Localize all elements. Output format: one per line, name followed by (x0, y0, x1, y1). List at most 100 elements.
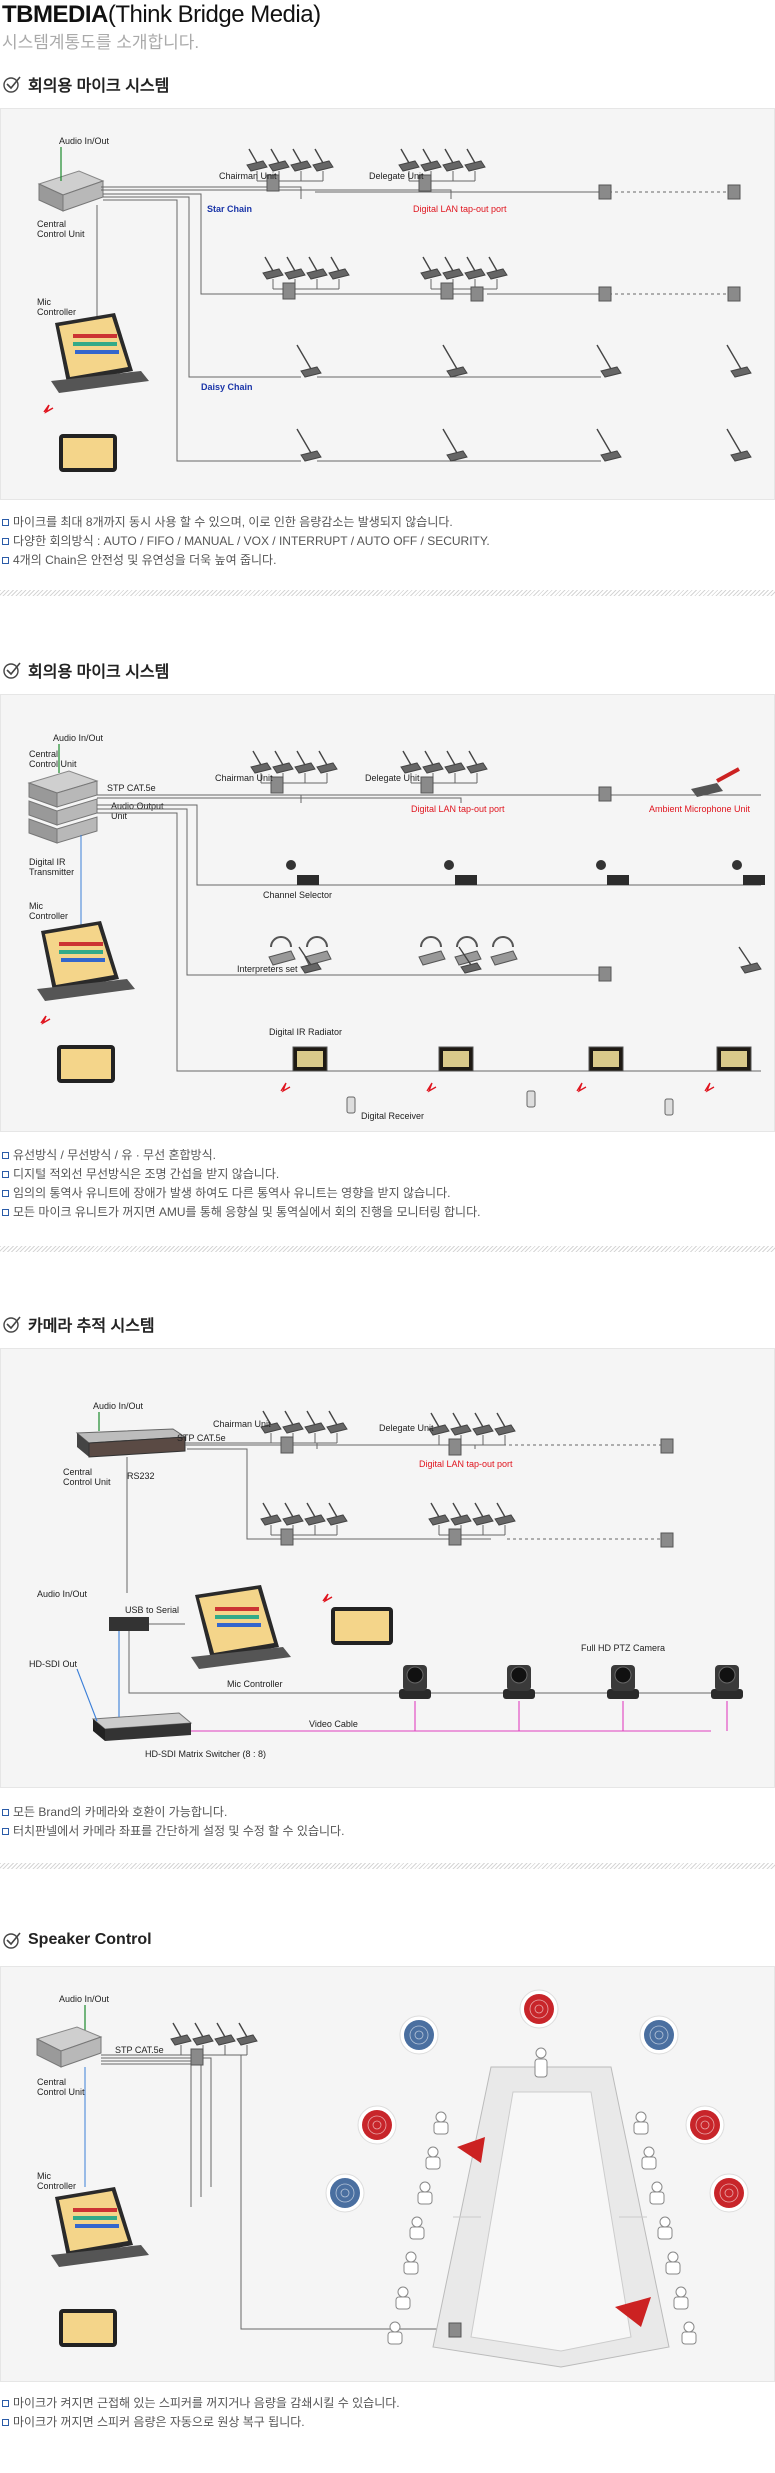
interpreters-set-label: Interpreters set (237, 964, 298, 974)
delegate-seat (395, 2286, 411, 2310)
chairman-mic-cluster (250, 750, 338, 794)
conference-table (432, 2066, 670, 2368)
conference-mic (400, 750, 422, 783)
bullet-icon (2, 1809, 9, 1816)
conference-mic (316, 750, 338, 783)
note-item: 마이크를 최대 8개까지 동시 사용 할 수 있으며, 이로 인한 음량감소는 … (2, 513, 490, 532)
delegate-mic-cluster-2 (420, 256, 508, 300)
bullet-icon (2, 519, 9, 526)
ambient-mic-unit (691, 767, 740, 797)
speaker-icon (399, 2015, 439, 2055)
ptz-camera (399, 1665, 431, 1699)
hub-box (440, 282, 454, 300)
mic-controller-panel (51, 313, 149, 393)
conference-mic (494, 1412, 516, 1445)
chairman-mic-cluster (260, 1410, 348, 1454)
page-header: TBMEDIA(Think Bridge Media) 시스템계통도를 소개합니… (0, 0, 775, 55)
delegate-seat (409, 2216, 425, 2240)
speaker-wiring (448, 2322, 462, 2338)
bullet-icon (2, 1190, 9, 1197)
delegate-seat (657, 2216, 673, 2240)
note-item: 임의의 통역사 유니트에 장애가 발생 하여도 다른 통역사 유니트는 영향을 … (2, 1184, 480, 1203)
bullet-icon (2, 1171, 9, 1178)
section-1-title: 회의용 마이크 시스템 (2, 72, 169, 96)
brand-subtitle: (Think Bridge Media) (107, 1, 321, 28)
hub-box (270, 776, 284, 794)
conference-mic (170, 2022, 192, 2055)
section-3-title: 카메라 추적 시스템 (2, 1312, 155, 1336)
ccu-label-1: Central (29, 749, 58, 759)
delegate-mic-cluster-2 (428, 1502, 516, 1546)
interpreter-sets (268, 936, 762, 974)
conference-mic (466, 750, 488, 783)
ccu-label-2: Control Unit (63, 1477, 111, 1487)
bullet-icon (2, 1152, 9, 1159)
section-4-title: Speaker Control (2, 1930, 152, 1950)
bullet-icon (2, 2419, 9, 2426)
hub-box (266, 174, 280, 192)
delegate-mic-cluster (428, 1412, 516, 1456)
speaker-muted-icon (357, 2105, 397, 2145)
equipment-rack (27, 770, 99, 844)
speaker-icon (325, 2173, 365, 2213)
bullet-icon (2, 557, 9, 564)
check-circle-icon (3, 662, 21, 679)
tablet-device (40, 1015, 115, 1083)
ir-radiator (280, 1046, 328, 1093)
delegate-mic-cluster (400, 750, 488, 794)
ir-radiator-label: Digital IR Radiator (269, 1027, 342, 1037)
chairman-unit-label: Chairman Unit (215, 773, 273, 783)
section-4-notes: 마이크가 켜지면 근접해 있는 스피커를 꺼지거나 음량을 감쇄시킬 수 있습니… (2, 2394, 400, 2432)
hub-box (282, 282, 296, 300)
interpreter-headset (418, 936, 446, 966)
section-title-text: 회의용 마이크 시스템 (28, 78, 170, 95)
delegate-seat (649, 2181, 665, 2205)
hd-sdi-out-label: HD-SDI Out (29, 1659, 78, 1669)
note-item: 마이크가 꺼지면 스피커 음량은 자동으로 원상 복구 됩니다. (2, 2413, 400, 2432)
note-item: 모든 마이크 유니트가 꺼지면 AMU를 통해 응향실 및 통역실에서 회의 진… (2, 1203, 480, 1222)
ir-radiator (426, 1046, 474, 1093)
ccu-label-2: Control Unit (37, 229, 85, 239)
channel-selector (444, 860, 477, 885)
conference-mic (442, 148, 464, 181)
conference-mic (596, 428, 622, 462)
ir-radiator (704, 1046, 752, 1093)
ccu-label-2: Control Unit (37, 2087, 85, 2097)
chairman-figure (534, 2047, 548, 2078)
digital-receiver (346, 1096, 356, 1114)
conference-mic (298, 946, 322, 974)
chairman-mic-cluster (246, 148, 334, 192)
delegate-seat (425, 2146, 441, 2170)
stp-label: STP CAT.5e (107, 783, 156, 793)
ptz-camera (503, 1665, 535, 1699)
hub-box (448, 1438, 462, 1456)
diagram-panel-1: Audio In/Out Central Control Unit Chairm… (0, 108, 775, 500)
delegate-seats (387, 2111, 697, 2345)
channel-selector-label: Channel Selector (263, 890, 332, 900)
audio-in-out-label: Audio In/Out (53, 733, 104, 743)
delegate-mic-cluster (398, 148, 486, 192)
section-3-notes: 모든 Brand의 카메라와 호환이 가능합니다. 터치판넬에서 카메라 좌표를… (2, 1803, 344, 1841)
delegate-seat (681, 2321, 697, 2345)
brand-name: TBMEDIA (2, 1, 108, 28)
diagram-panel-3: Audio In/Out STP CAT.5e Central Control … (0, 1348, 775, 1788)
delegate-unit-label: Delegate Unit (365, 773, 420, 783)
tap-out-label: Digital LAN tap-out port (419, 1459, 513, 1469)
mic-controller-panel (37, 921, 135, 1001)
mic-controller-panel (191, 1585, 291, 1669)
conference-mic (296, 428, 322, 462)
audio-in-out-label: Audio In/Out (59, 1994, 110, 2004)
chairman-mic-cluster-2 (262, 256, 350, 300)
conference-mic (304, 1502, 326, 1535)
daisy-chain-mics (296, 344, 752, 462)
ir-tx-label-2: Transmitter (29, 867, 74, 877)
ptz-camera (607, 1665, 639, 1699)
mic-controller-panel (51, 2187, 149, 2267)
ambient-mic-label: Ambient Microphone Unit (649, 804, 751, 814)
conference-mic (284, 256, 306, 289)
matrix-switcher (91, 1712, 193, 1741)
conference-mic (494, 1502, 516, 1535)
conference-mic (296, 344, 322, 378)
delegate-seat (387, 2321, 403, 2345)
diagram-panel-4: Audio In/Out STP CAT.5e Central Control … (0, 1966, 775, 2382)
